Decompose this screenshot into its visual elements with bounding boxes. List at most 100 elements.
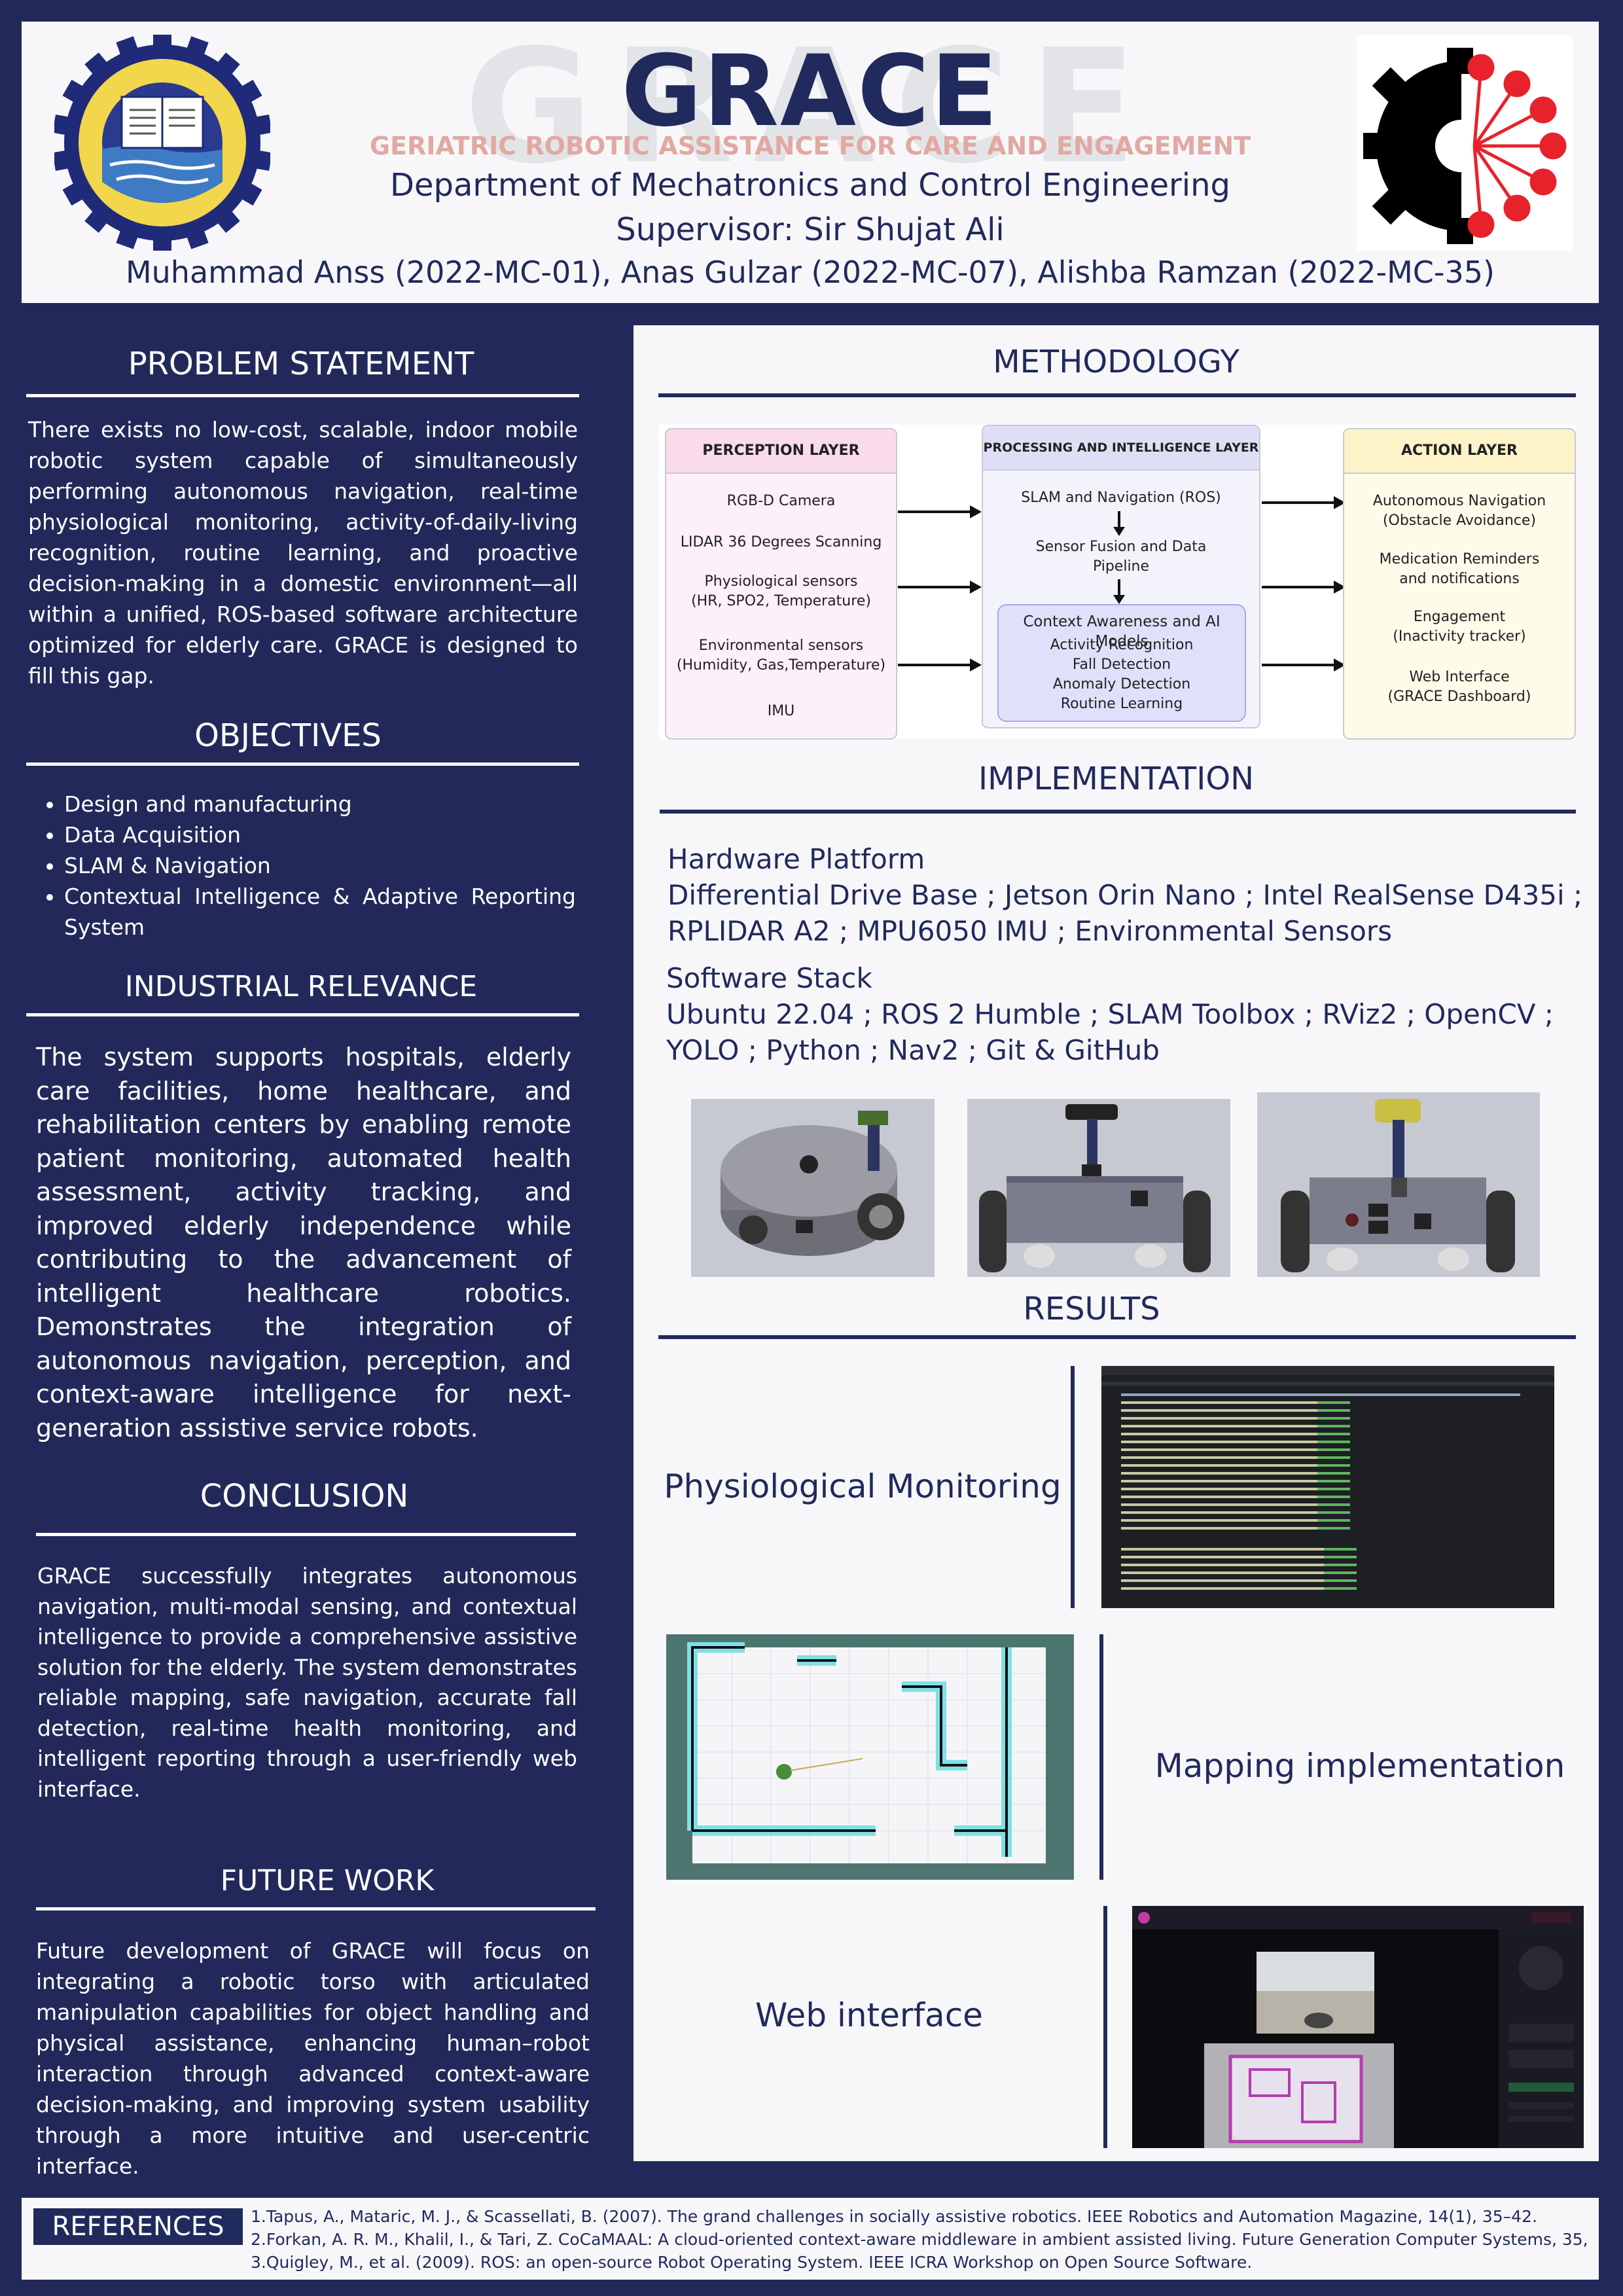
background-watermark-word: GRACE — [464, 15, 1156, 198]
vertical-divider — [1099, 1634, 1103, 1880]
context-title: Context Awareness and AI Models — [1023, 613, 1221, 650]
software-line: Ubuntu 22.04 ; ROS 2 Humble ; SLAM Toolb… — [666, 998, 1554, 1030]
department-line: Department of Mechatronics and Control E… — [389, 167, 1231, 204]
robot-back-render — [1257, 1092, 1540, 1277]
arrow-head — [1334, 658, 1346, 672]
perception-item: Physiological sensors — [704, 573, 858, 590]
context-item: Fall Detection — [1072, 656, 1171, 673]
slam-map-screenshot — [666, 1634, 1074, 1880]
mapping-implementation-label: Mapping implementation — [1154, 1747, 1565, 1785]
arrow — [1262, 586, 1335, 588]
context-item: Anomaly Detection — [1052, 676, 1191, 692]
arrow-head — [1334, 496, 1346, 509]
action-layer-box: ACTION LAYER Autonomous Navigation (Obst… — [1343, 428, 1576, 740]
action-item: (GRACE Dashboard) — [1387, 689, 1531, 705]
implementation-heading: IMPLEMENTATION — [978, 761, 1255, 797]
supervisor-line: Supervisor: Sir Shujat Ali — [616, 211, 1005, 248]
arrow — [1262, 501, 1335, 504]
objective-item: Data Acquisition — [64, 819, 576, 850]
hardware-line: RPLIDAR A2 ; MPU6050 IMU ; Environmental… — [668, 915, 1393, 947]
processing-item: Pipeline — [1092, 558, 1150, 575]
conclusion-heading: CONCLUSION — [200, 1478, 409, 1515]
arrow — [1118, 579, 1120, 596]
future-heading: FUTURE WORK — [220, 1864, 435, 1897]
divider — [26, 1013, 579, 1016]
divider — [658, 1335, 1576, 1339]
arrow — [898, 664, 971, 666]
results-heading: RESULTS — [1023, 1291, 1160, 1327]
context-item: Routine Learning — [1060, 696, 1183, 712]
divider — [26, 394, 579, 397]
action-layer-title: ACTION LAYER — [1344, 429, 1575, 474]
perception-layer-title: PERCEPTION LAYER — [666, 429, 896, 474]
objective-item: Design and manufacturing — [64, 789, 576, 819]
arrow-head — [970, 505, 982, 518]
arrow-head — [970, 658, 982, 672]
hardware-title: Hardware Platform — [668, 843, 925, 875]
perception-item: (HR, SPO2, Temperature) — [691, 593, 871, 609]
action-item: Autonomous Navigation — [1372, 493, 1546, 509]
right-panel: METHODOLOGY PERCEPTION LAYER RGB-D Camer… — [633, 325, 1599, 2161]
perception-item: (Humidity, Gas,Temperature) — [676, 657, 886, 673]
software-line: YOLO ; Python ; Nav2 ; Git & GitHub — [666, 1034, 1160, 1066]
perception-item: Environmental sensors — [698, 637, 864, 654]
problem-heading: PROBLEM STATEMENT — [128, 346, 474, 382]
arrow-head — [970, 581, 982, 594]
processing-layer-box: PROCESSING AND INTELLIGENCE LAYER SLAM a… — [982, 425, 1260, 728]
action-item: Medication Reminders — [1379, 551, 1540, 567]
reference-item: 3.Quigley, M., et al. (2009). ROS: an op… — [251, 2253, 1253, 2272]
university-seal-icon — [52, 33, 272, 253]
hardware-line: Differential Drive Base ; Jetson Orin Na… — [668, 879, 1583, 911]
arrow — [898, 511, 971, 513]
industrial-heading: INDUSTRIAL RELEVANCE — [124, 970, 478, 1003]
terminal-data-screenshot — [1101, 1366, 1554, 1608]
perception-layer-box: PERCEPTION LAYER RGB-D Camera LIDAR 36 D… — [665, 428, 897, 740]
authors-line: Muhammad Anss (2022-MC-01), Anas Gulzar … — [125, 255, 1495, 290]
robot-front-render — [967, 1099, 1230, 1277]
methodology-diagram: PERCEPTION LAYER RGB-D Camera LIDAR 36 D… — [658, 425, 1576, 740]
objectives-list: Design and manufacturing Data Acquisitio… — [26, 789, 576, 942]
context-item: Activity Recognition — [1050, 637, 1194, 653]
software-title: Software Stack — [666, 962, 872, 994]
vertical-divider — [1103, 1906, 1107, 2148]
poster-title: GRACE — [621, 35, 999, 149]
processing-item: SLAM and Navigation (ROS) — [1021, 490, 1221, 506]
references-title: REFERENCES — [33, 2208, 243, 2245]
objectives-heading: OBJECTIVES — [194, 717, 382, 754]
methodology-heading: METHODOLOGY — [993, 344, 1240, 380]
divider — [660, 810, 1576, 814]
context-awareness-box: Context Awareness and AI Models Activity… — [997, 604, 1246, 722]
web-dashboard-screenshot — [1132, 1906, 1584, 2148]
processing-item: Sensor Fusion and Data — [1035, 539, 1207, 555]
poster-subtitle: GERIATRIC ROBOTIC ASSISTANCE FOR CARE AN… — [369, 132, 1251, 160]
problem-text: There exists no low-cost, scalable, indo… — [28, 417, 578, 689]
divider — [658, 393, 1576, 397]
objective-item: SLAM & Navigation — [64, 850, 576, 881]
objective-item: Contextual Intelligence & Adaptive Repor… — [64, 881, 576, 942]
arrow — [1118, 511, 1120, 528]
perception-item: IMU — [767, 703, 795, 719]
poster-header: GRACE — [22, 15, 1599, 303]
action-item: (Obstacle Avoidance) — [1382, 512, 1537, 529]
divider — [36, 1533, 576, 1536]
conclusion-text: GRACE successfully integrates autonomous… — [37, 1563, 577, 1802]
physiological-monitoring-label: Physiological Monitoring — [664, 1467, 1061, 1505]
arrow — [1262, 664, 1335, 666]
arrow — [898, 586, 971, 588]
reference-item: 1.Tapus, A., Mataric, M. J., & Scassella… — [251, 2207, 1537, 2226]
gear-network-icon — [1357, 35, 1573, 251]
action-item: Engagement — [1413, 609, 1506, 625]
action-item: and notifications — [1399, 571, 1520, 587]
divider — [26, 762, 579, 766]
industrial-text: The system supports hospitals, elderly c… — [36, 1043, 571, 1443]
reference-item: 2.Forkan, A. R. M., Khalil, I., & Tari, … — [251, 2230, 1588, 2249]
perception-item: LIDAR 36 Degrees Scanning — [680, 534, 882, 550]
vertical-divider — [1071, 1366, 1075, 1608]
perception-item: RGB-D Camera — [726, 493, 836, 509]
action-item: (Inactivity tracker) — [1393, 628, 1526, 645]
future-text: Future development of GRACE will focus o… — [36, 1938, 590, 2179]
processing-layer-title: PROCESSING AND INTELLIGENCE LAYER — [983, 426, 1259, 471]
arrow-head — [1113, 527, 1125, 536]
arrow-head — [1334, 581, 1346, 594]
robot-isometric-render — [691, 1099, 935, 1277]
